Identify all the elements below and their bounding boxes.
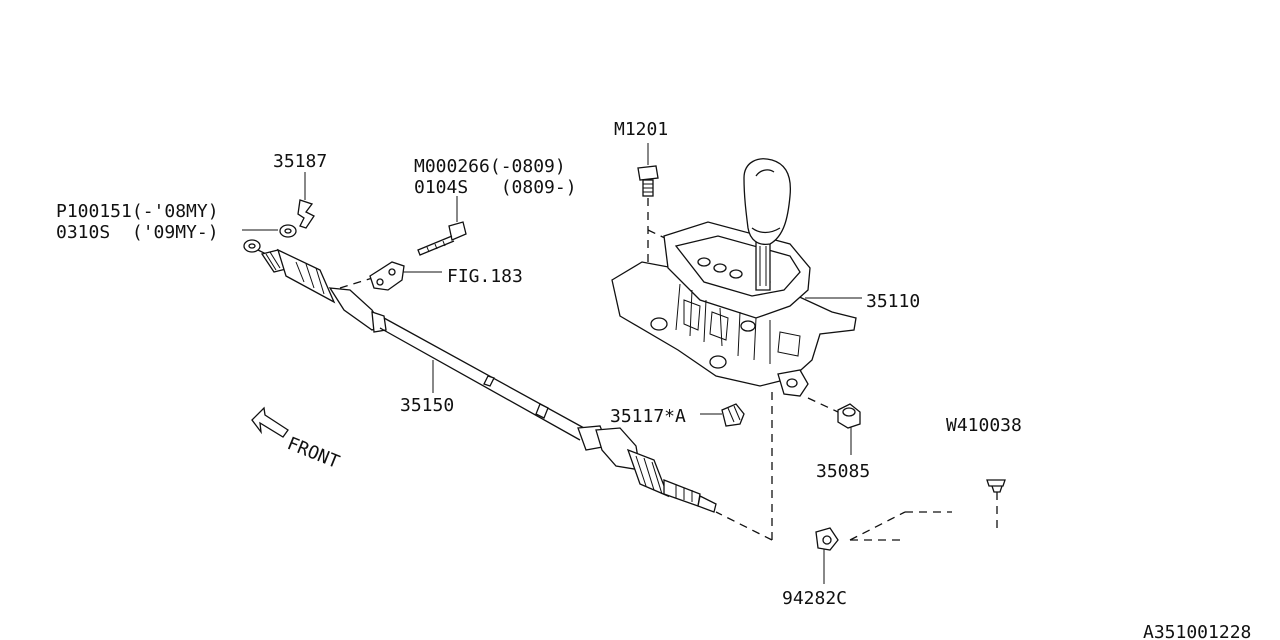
- label-p100151: P100151(-'08MY): [56, 201, 219, 222]
- bolt-m1201: [637, 165, 659, 197]
- label-fig183: FIG.183: [447, 266, 523, 287]
- label-w410038: W410038: [946, 415, 1022, 436]
- label-35117: 35117*A: [610, 406, 686, 427]
- label-m1201: M1201: [614, 119, 668, 140]
- label-m000266: M000266(-0809): [414, 156, 566, 177]
- clip-w410038: [986, 479, 1006, 493]
- label-94282c: 94282C: [782, 588, 847, 609]
- washer-p100151: [279, 224, 297, 238]
- label-35085: 35085: [816, 461, 870, 482]
- label-35110: 35110: [866, 291, 920, 312]
- grommet-94282c: [815, 527, 839, 551]
- label-0310s: 0310S ('09MY-): [56, 222, 219, 243]
- selector-assembly-35110: [611, 158, 857, 397]
- label-35150: 35150: [400, 395, 454, 416]
- label-0104s: 0104S (0809-): [414, 177, 577, 198]
- label-35187: 35187: [273, 151, 327, 172]
- front-label: FRONT: [284, 433, 342, 473]
- diagram-id: A351001228: [1143, 622, 1251, 640]
- nut-35085: [837, 403, 861, 429]
- cable-35150: [243, 239, 717, 513]
- bracket-fig183: [369, 261, 405, 291]
- front-arrow-icon: [251, 406, 289, 438]
- clip-35117: [721, 403, 745, 427]
- clip-35187: [297, 199, 315, 229]
- bolt-m000266: [417, 221, 467, 256]
- leader-lines: [242, 143, 862, 584]
